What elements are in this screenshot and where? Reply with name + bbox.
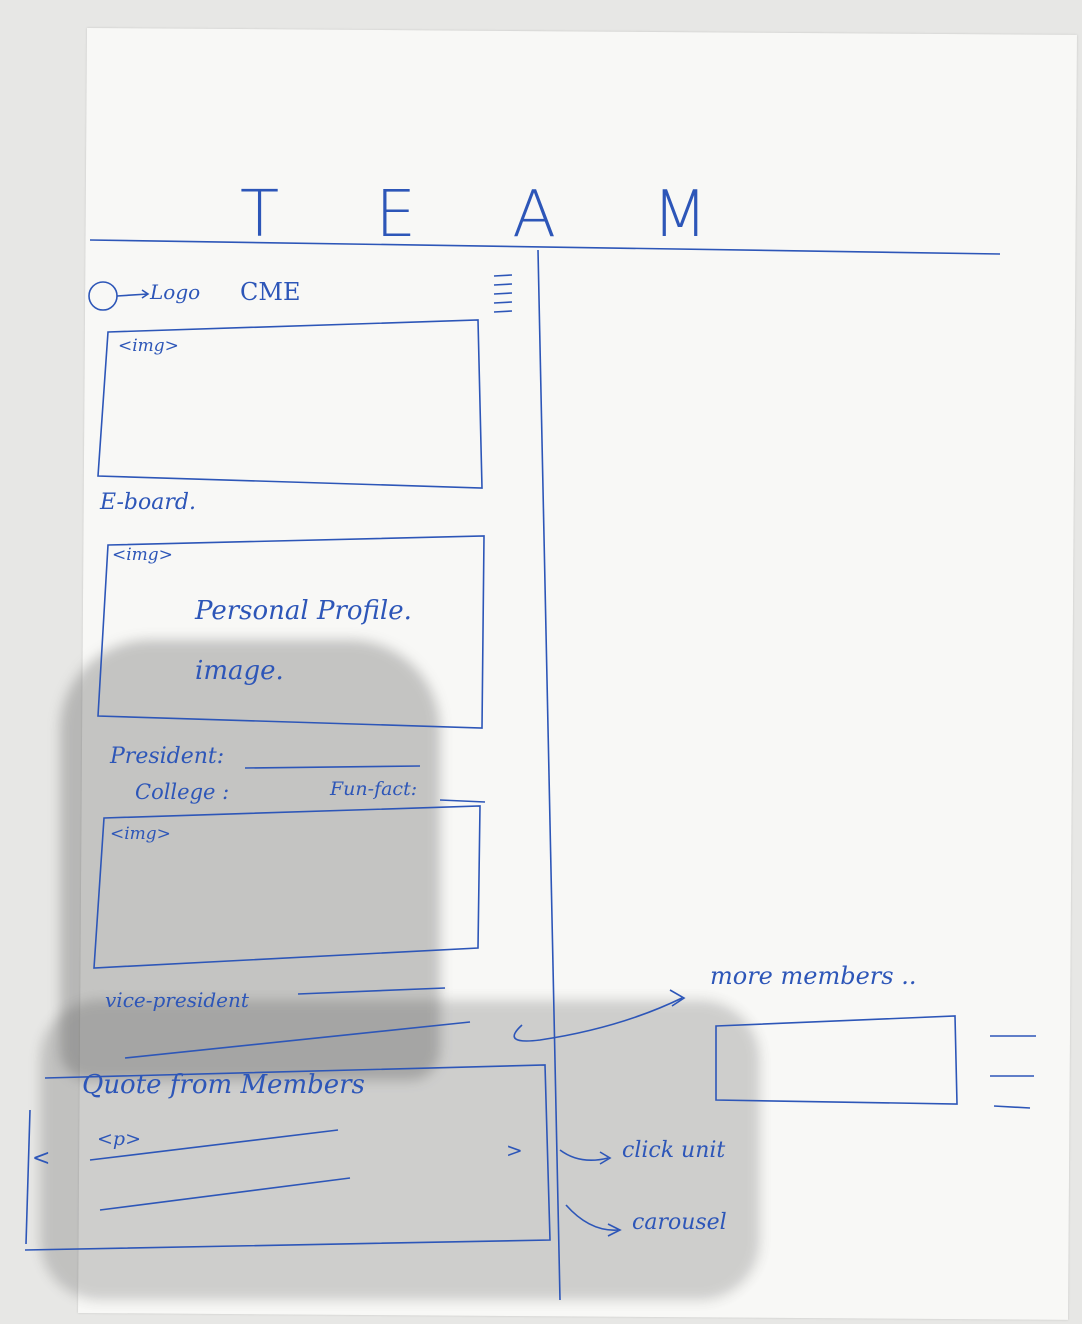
vice-president-label: vice-president — [105, 988, 249, 1012]
carousel-left-arrow[interactable]: < — [32, 1146, 51, 1171]
more-members-box — [716, 1018, 956, 1104]
click-unit-note: click unit — [622, 1138, 726, 1163]
college-label: College : — [135, 780, 230, 804]
quote-heading: Quote from Members — [82, 1070, 365, 1100]
eboard-heading: E-board. — [100, 490, 196, 515]
logo-label: Logo — [150, 280, 201, 304]
hero-img-tag: <img> — [118, 336, 179, 356]
profile-img-tag: <img> — [112, 545, 173, 565]
menu-icon[interactable] — [494, 270, 514, 315]
more-members-note: more members .. — [710, 962, 917, 990]
quote-p-tag: <p> — [97, 1128, 142, 1150]
profile-text-image: image. — [195, 656, 284, 686]
brand-label: CME — [240, 278, 301, 306]
second-img-tag: <img> — [110, 824, 171, 844]
fun-fact-label: Fun-fact: — [330, 778, 418, 800]
profile-text: Personal Profile. — [195, 596, 412, 626]
carousel-right-arrow[interactable]: > — [506, 1138, 523, 1162]
president-label: President: — [110, 744, 225, 769]
page-title: T E A M — [240, 178, 746, 252]
carousel-note: carousel — [632, 1210, 727, 1235]
